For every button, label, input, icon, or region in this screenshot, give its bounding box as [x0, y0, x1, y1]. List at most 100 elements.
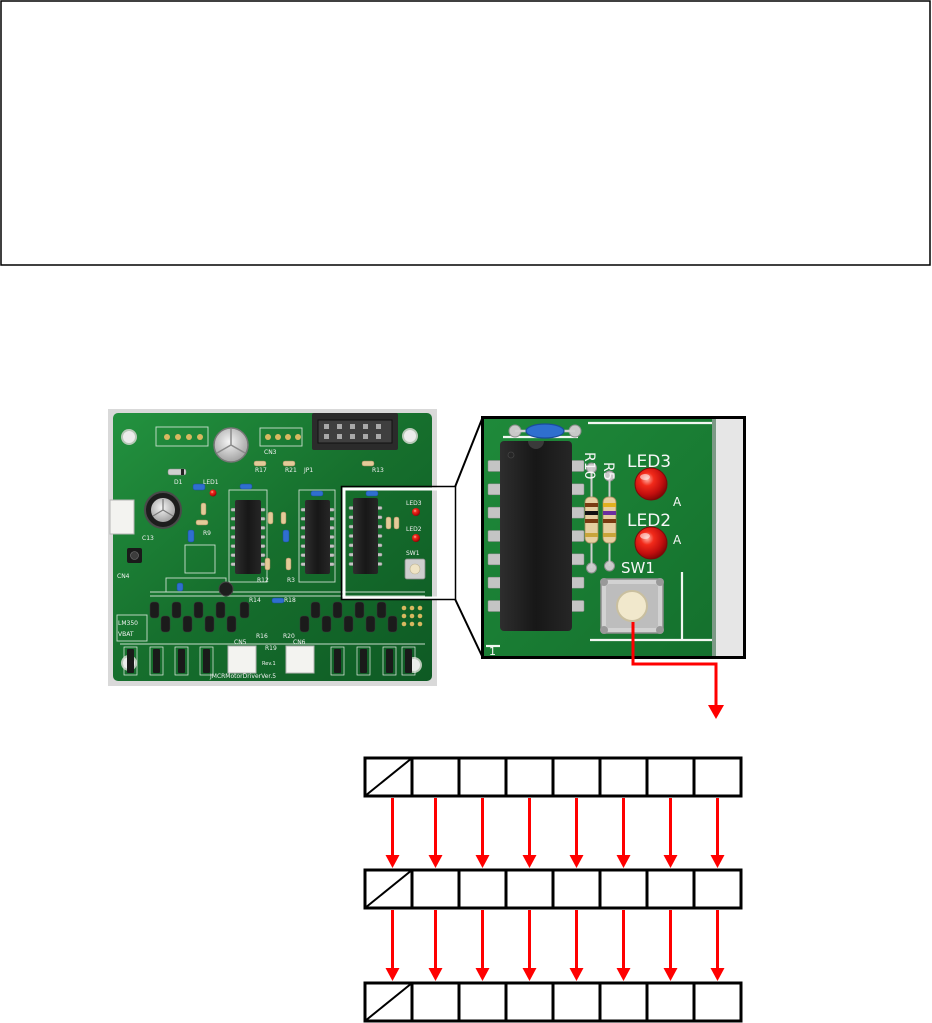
solder-pad	[410, 614, 415, 619]
resistor	[281, 512, 286, 524]
transistor	[300, 616, 309, 632]
label-led2-anode: A	[673, 533, 682, 547]
label-vbat: VBAT	[118, 631, 134, 638]
register-row	[365, 983, 741, 1021]
ic-pin	[488, 460, 502, 471]
header-pin	[265, 434, 271, 440]
capacitor-silver	[214, 428, 248, 462]
ceramic-capacitor	[240, 484, 252, 489]
transfer-arrowhead	[711, 968, 725, 981]
ic-pin	[570, 484, 584, 495]
transistor	[240, 602, 249, 618]
transfer-arrowhead	[570, 855, 584, 868]
transfer-arrowhead	[664, 968, 678, 981]
register-cell	[459, 983, 506, 1021]
label-led2: LED2	[406, 526, 422, 533]
transfer-arrowhead	[476, 855, 490, 868]
header-pin	[164, 434, 170, 440]
fet	[405, 649, 412, 673]
register-cell	[647, 758, 694, 796]
resistor	[254, 461, 266, 466]
resistor	[394, 517, 399, 529]
label-jp1: JP1	[303, 467, 313, 474]
label-led1: LED1	[203, 479, 219, 486]
regulator	[219, 582, 233, 596]
led2-small	[412, 534, 420, 542]
ceramic-capacitor	[177, 583, 183, 591]
transfer-arrowhead	[617, 968, 631, 981]
connector-pin	[324, 434, 329, 439]
label-r19: R19	[265, 645, 277, 652]
label-r5: R5	[600, 462, 616, 481]
transfer-arrowhead	[664, 855, 678, 868]
resistor-band	[585, 503, 598, 507]
label-led3-anode: A	[673, 495, 682, 509]
pcb-photo: CN3 R17 R21 JP1 R13 D1 LED1 R9 C13 CN4 L…	[108, 409, 437, 686]
transistor	[216, 602, 225, 618]
connector-pin	[350, 424, 355, 429]
capacitor-body	[526, 424, 564, 438]
label-r14: R14	[249, 597, 261, 604]
label-r13: R13	[372, 467, 384, 474]
label-r18: R18	[284, 597, 296, 604]
register-cell	[694, 870, 741, 908]
register-cell	[412, 983, 459, 1021]
ic-pin	[488, 507, 502, 518]
transistor	[161, 616, 170, 632]
label-lm350: LM350	[118, 620, 138, 627]
jst-connector-left	[110, 500, 134, 534]
zoom-line-top	[455, 419, 482, 487]
connector-pin	[337, 424, 342, 429]
led-highlight	[640, 533, 650, 539]
resistor-band	[585, 533, 598, 537]
switch-signal-arrowhead	[708, 705, 724, 719]
transfer-arrowhead	[711, 855, 725, 868]
header-pin	[197, 434, 203, 440]
resistor-band	[585, 511, 598, 515]
resistor-band	[603, 519, 616, 523]
switch-button	[617, 591, 647, 621]
solder-pad-grid	[402, 606, 423, 627]
register-rows	[365, 758, 741, 1021]
ceramic-capacitor	[311, 491, 323, 496]
connector-socket	[318, 420, 392, 443]
header-pin	[186, 434, 192, 440]
solder-pad	[402, 606, 407, 611]
connector-pin	[376, 434, 381, 439]
transistor	[194, 602, 203, 618]
ic-chip	[305, 500, 330, 574]
ic-chip	[235, 500, 261, 574]
transistor	[183, 616, 192, 632]
connector-pin	[363, 434, 368, 439]
jst-connector-cn6	[286, 646, 314, 673]
led-body	[635, 527, 667, 559]
resistor	[268, 512, 273, 524]
transfer-arrowhead	[570, 968, 584, 981]
solder-pad	[418, 622, 423, 627]
ic-u2	[231, 500, 265, 574]
transfer-arrowhead	[429, 968, 443, 981]
resistor	[265, 558, 270, 570]
solder-pad	[402, 622, 407, 627]
ic-pin	[488, 601, 502, 612]
resistor	[286, 558, 291, 570]
connector-pin	[363, 424, 368, 429]
connector-pin	[350, 434, 355, 439]
resistor	[196, 520, 208, 525]
ic-chip	[353, 498, 378, 574]
fet	[386, 649, 393, 673]
label-sw1: SW1	[621, 559, 655, 577]
transfer-arrowhead	[476, 968, 490, 981]
register-cell	[412, 870, 459, 908]
label-led3: LED3	[627, 452, 671, 472]
box-header-connector	[312, 413, 398, 450]
ic-pin	[488, 577, 502, 588]
register-cell	[553, 758, 600, 796]
label-board-name: JMCRMotorDriverVer.5	[209, 673, 276, 680]
solder-pad	[418, 606, 423, 611]
transfer-arrowhead	[523, 968, 537, 981]
fet	[203, 649, 210, 673]
led1	[210, 490, 217, 497]
ic-pin1-dot	[508, 452, 514, 458]
